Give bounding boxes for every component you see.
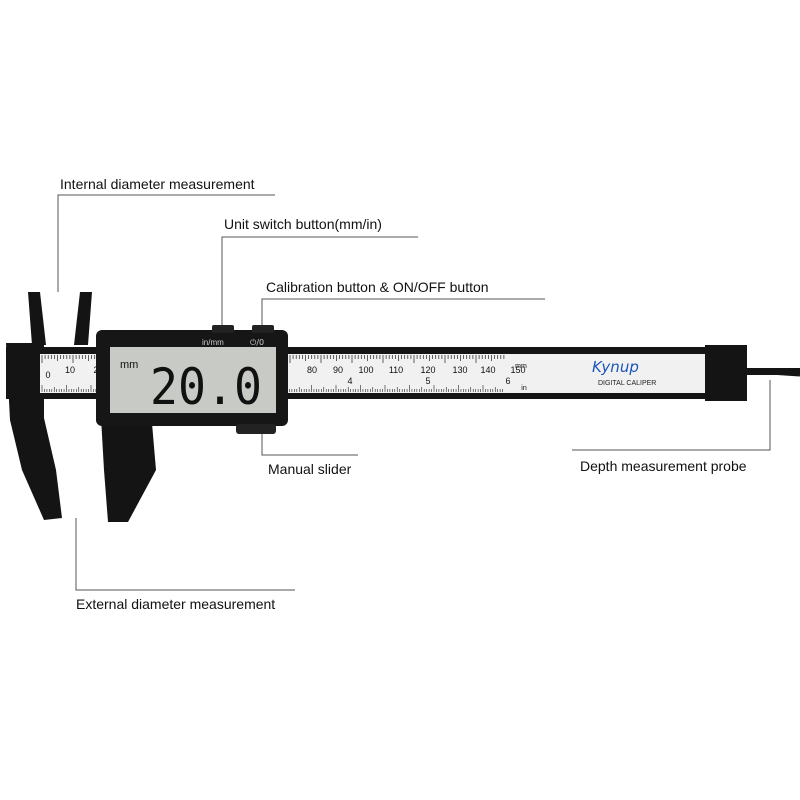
leader-lines	[57, 194, 771, 591]
brand-subtitle: DIGITAL CALIPER	[598, 380, 656, 387]
mm-scale-label: 140	[480, 365, 495, 375]
callout-internal-diameter: Internal diameter measurement	[60, 176, 255, 192]
manual-slider-wheel[interactable]	[236, 424, 276, 434]
unit-button-label: in/mm	[202, 338, 224, 347]
power-button-label: ⏻/0	[250, 338, 264, 347]
lcd-screen	[110, 347, 276, 413]
callout-manual-slider: Manual slider	[268, 461, 352, 477]
mm-scale-label: 120	[420, 365, 435, 375]
inch-scale-label: 4	[347, 376, 352, 386]
callout-calibration: Calibration button & ON/OFF button	[266, 279, 489, 295]
leader-manual-slider	[261, 432, 358, 456]
leader-unit-switch	[221, 236, 418, 325]
mm-scale-label: 110	[389, 365, 403, 375]
mm-scale-label: 90	[333, 365, 343, 375]
callout-unit-switch: Unit switch button(mm/in)	[224, 216, 382, 232]
inch-scale-label: 6	[505, 376, 510, 386]
leader-internal-diameter	[57, 194, 275, 292]
callout-depth-probe: Depth measurement probe	[580, 458, 747, 474]
zero-label: 0	[45, 370, 50, 380]
power-button[interactable]	[252, 325, 274, 333]
internal-jaw-sliding	[74, 292, 92, 345]
inch-scale-label: 5	[425, 376, 430, 386]
lcd-unit: mm	[120, 359, 138, 371]
lcd-reading: 20.0	[150, 358, 262, 416]
mm-scale-label: 150	[510, 365, 525, 375]
external-jaw-sliding	[100, 400, 156, 522]
internal-jaw-fixed	[28, 292, 46, 345]
unit-switch-button[interactable]	[212, 325, 234, 333]
mm-scale-label: 80	[307, 365, 317, 375]
mm-scale-label: 10	[65, 365, 75, 375]
leader-calibration	[261, 298, 545, 325]
inch-unit-label: in	[521, 385, 527, 392]
leader-external-diameter	[75, 518, 295, 591]
depth-probe-tip	[740, 368, 800, 375]
callout-external-diameter: External diameter measurement	[76, 596, 276, 612]
leader-depth-probe	[572, 380, 771, 451]
mm-scale-label: 130	[452, 365, 467, 375]
mm-scale-label: 100	[358, 365, 373, 375]
brand-logo: Kynup	[592, 358, 639, 376]
mm-unit-label: mm	[515, 363, 527, 370]
